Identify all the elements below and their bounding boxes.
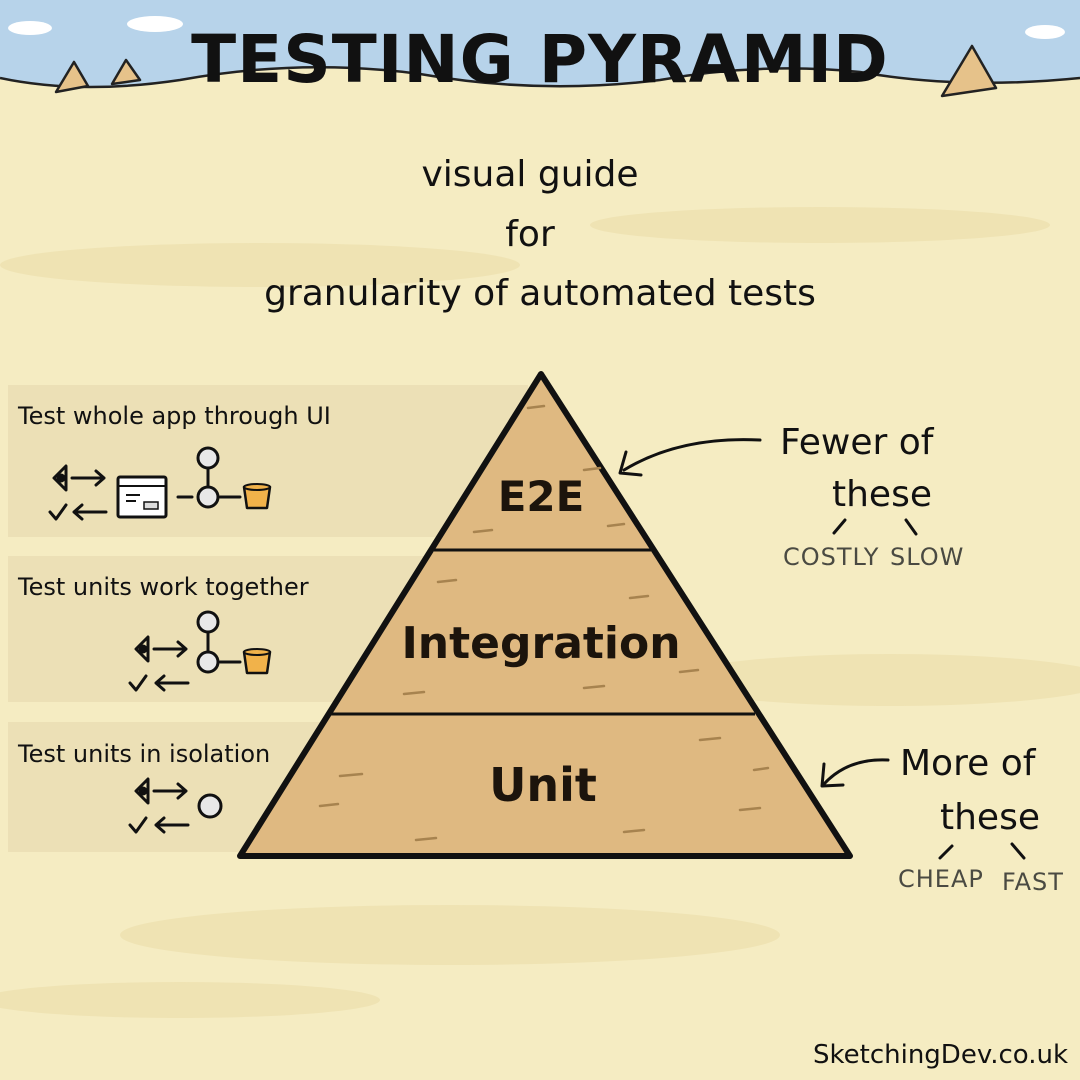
cheap-label: CHEAP bbox=[898, 865, 984, 893]
eye-icon bbox=[134, 635, 150, 663]
unit-test-flow bbox=[128, 777, 223, 834]
curved-arrow-icon bbox=[822, 758, 890, 786]
arrow-right-icon bbox=[152, 640, 188, 658]
slow-label: SLOW bbox=[890, 543, 964, 571]
dune-shading bbox=[0, 207, 1080, 1018]
more-of-label: More of bbox=[900, 743, 1037, 784]
sky bbox=[0, 0, 1080, 88]
these-label-top: these bbox=[832, 474, 932, 515]
cloud-icon bbox=[8, 16, 1065, 39]
level-label-unit: Unit bbox=[489, 758, 597, 812]
level-label-integration: Integration bbox=[401, 618, 680, 669]
node-icon bbox=[197, 793, 223, 819]
node-icon bbox=[196, 610, 220, 674]
subtitle-line-1: visual guide bbox=[421, 154, 638, 195]
arrow-left-icon bbox=[154, 816, 190, 834]
these-label-bottom: these bbox=[940, 797, 1040, 838]
e2e-description: Test whole app through UI bbox=[17, 402, 331, 430]
subtitle-line-2: for bbox=[505, 214, 555, 255]
arrow-right-icon bbox=[70, 469, 106, 487]
e2e-test-flow bbox=[48, 446, 272, 521]
pyramid: E2E Integration Unit bbox=[237, 371, 853, 859]
arrow-right-icon bbox=[152, 782, 188, 800]
integration-description: Test units work together bbox=[17, 573, 309, 601]
pyramid-body bbox=[237, 371, 853, 859]
unit-description: Test units in isolation bbox=[17, 740, 270, 768]
checkmark-icon bbox=[128, 816, 148, 834]
checkmark-icon bbox=[128, 674, 148, 692]
bottom-annotation: More of these CHEAP FAST bbox=[820, 743, 1064, 896]
fast-label: FAST bbox=[1002, 868, 1064, 896]
arrow-left-icon bbox=[154, 674, 190, 692]
costly-label: COSTLY bbox=[783, 543, 879, 571]
database-icon bbox=[242, 483, 272, 510]
node-icon bbox=[196, 446, 220, 509]
horizon-line bbox=[0, 66, 1080, 89]
top-annotation: Fewer of these COSTLY SLOW bbox=[618, 422, 964, 571]
eye-icon bbox=[52, 464, 68, 492]
checkmark-icon bbox=[48, 503, 68, 521]
small-pyramid-icon bbox=[54, 44, 998, 98]
level-label-e2e: E2E bbox=[498, 472, 585, 521]
arrow-left-icon bbox=[72, 503, 108, 521]
brick-marks bbox=[318, 404, 770, 842]
page-title: TESTING PYRAMID bbox=[191, 21, 889, 98]
subtitle-line-3: granularity of automated tests bbox=[264, 273, 816, 314]
integration-test-flow bbox=[128, 610, 272, 692]
browser-window-icon bbox=[116, 475, 168, 519]
curved-arrow-icon bbox=[622, 438, 762, 472]
database-icon bbox=[242, 648, 272, 675]
fewer-of-label: Fewer of bbox=[780, 422, 935, 463]
eye-icon bbox=[134, 777, 150, 805]
credit-text: SketchingDev.co.uk bbox=[813, 1040, 1068, 1070]
